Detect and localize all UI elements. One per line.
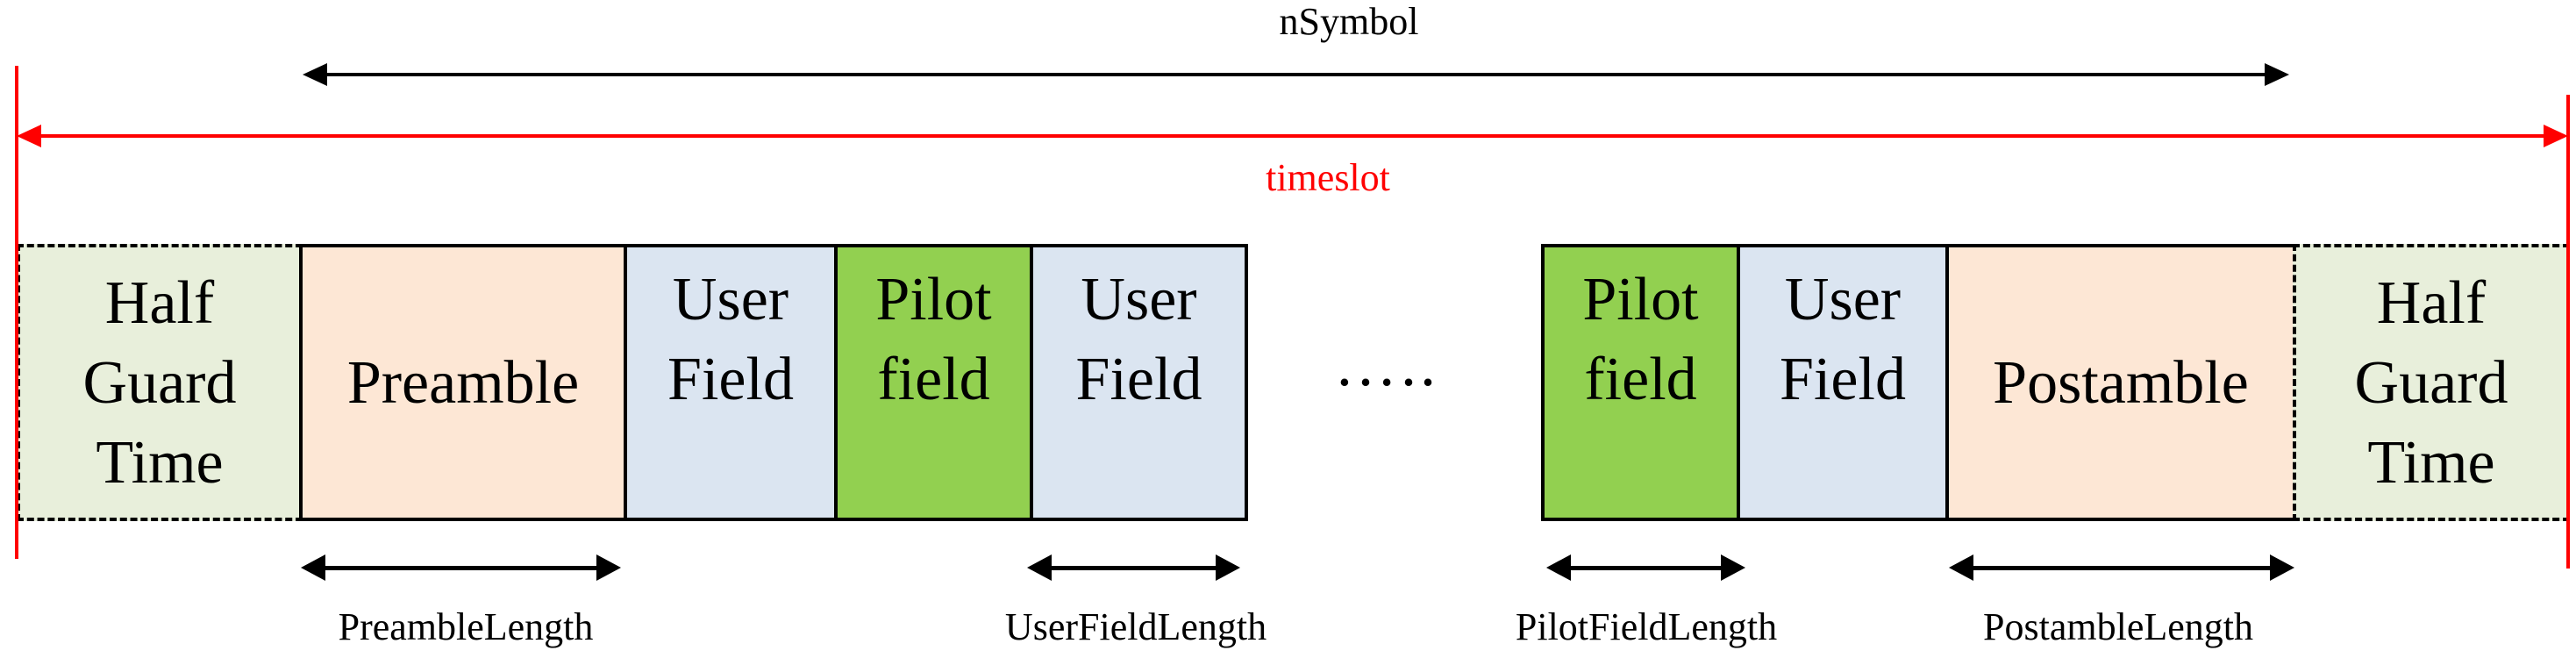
arrow-shaft xyxy=(1032,566,1235,570)
arrow-shaft xyxy=(308,73,2284,76)
box-label-line: Guard xyxy=(82,348,237,417)
box-label-line: Time xyxy=(2367,428,2495,497)
box-label-line: User xyxy=(672,266,789,333)
preamble-length-label: PreambleLength xyxy=(338,605,594,648)
arrow-head-right-icon xyxy=(2544,125,2568,147)
box-label-line: Field xyxy=(1780,346,1906,413)
box-pilot-field-1: Pilot field xyxy=(834,244,1033,521)
box-preamble: Preamble xyxy=(299,244,627,521)
box-user-field-3: User Field xyxy=(1737,244,1949,521)
box-label-line: Time xyxy=(96,428,224,497)
arrow-head-right-icon xyxy=(596,554,621,581)
box-pilot-field-2: Pilot field xyxy=(1541,244,1740,521)
box-label-line: Guard xyxy=(2354,348,2508,417)
box-label-line: Postamble xyxy=(1993,348,2249,417)
box-label-line: User xyxy=(1784,266,1902,333)
arrow-head-left-icon xyxy=(17,125,41,147)
arrow-shaft xyxy=(1552,566,1740,570)
box-user-field-2: User Field xyxy=(1030,244,1248,521)
arrow-head-left-icon xyxy=(303,63,327,86)
arrow-head-left-icon xyxy=(301,554,325,581)
box-postamble: Postamble xyxy=(1945,244,2296,521)
user-field-length-label: UserFieldLength xyxy=(1004,605,1267,648)
timeslot-boundary-line-left xyxy=(15,66,18,559)
arrow-head-right-icon xyxy=(2265,63,2289,86)
nsymbol-extent-arrow xyxy=(303,63,2289,86)
box-label-line: Half xyxy=(2376,268,2487,337)
arrow-shaft xyxy=(306,566,616,570)
pilot-field-length-arrow xyxy=(1546,554,1745,581)
box-label-line: Pilot xyxy=(875,266,992,333)
pilot-field-length-label: PilotFieldLength xyxy=(1515,605,1778,648)
postamble-length-arrow xyxy=(1949,554,2294,581)
box-label-line: Field xyxy=(667,346,794,413)
arrow-head-right-icon xyxy=(1216,554,1240,581)
box-label-line: Half xyxy=(104,268,215,337)
arrow-head-right-icon xyxy=(2270,554,2294,581)
box-label-line: Pilot xyxy=(1582,266,1699,333)
box-user-field-1: User Field xyxy=(624,244,838,521)
arrow-head-left-icon xyxy=(1949,554,1973,581)
ellipsis-dots: ….. xyxy=(1334,329,1439,399)
preamble-length-arrow xyxy=(301,554,621,581)
arrow-head-right-icon xyxy=(1721,554,1745,581)
box-label-line: field xyxy=(1584,346,1697,413)
arrow-shaft xyxy=(22,134,2563,138)
arrow-head-left-icon xyxy=(1027,554,1052,581)
postamble-length-label: PostambleLength xyxy=(1983,605,2253,648)
box-label-line: Preamble xyxy=(346,348,580,417)
nsymbol-label: nSymbol xyxy=(1279,0,1419,43)
box-label-line: field xyxy=(877,346,990,413)
arrow-shaft xyxy=(1954,566,2289,570)
user-field-length-arrow xyxy=(1027,554,1240,581)
arrow-head-left-icon xyxy=(1546,554,1571,581)
timeslot-label: timeslot xyxy=(1266,156,1390,199)
box-half-guard-time-right: Half Guard Time xyxy=(2293,244,2570,521)
timeslot-boundary-line-right xyxy=(2566,95,2570,569)
timeslot-extent-arrow xyxy=(17,125,2568,147)
box-half-guard-time-left: Half Guard Time xyxy=(17,244,303,521)
box-label-line: Field xyxy=(1075,346,1202,413)
box-label-line: User xyxy=(1081,266,1197,333)
